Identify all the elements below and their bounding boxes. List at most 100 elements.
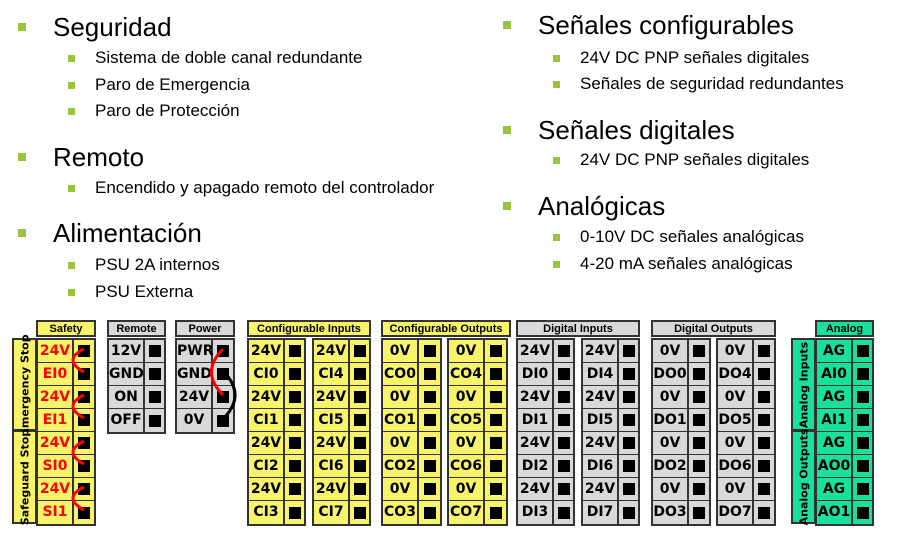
screw-terminal[interactable] [754,432,774,454]
screw-terminal[interactable] [619,432,638,454]
screw-terminal[interactable] [554,432,573,454]
screw-terminal[interactable] [619,455,638,477]
terminal-24v[interactable]: 24V [583,386,638,409]
screw-terminal[interactable] [350,409,369,431]
terminal-gnd[interactable]: GND [109,363,164,386]
terminal-0v[interactable]: 0V [718,478,774,501]
screw-terminal[interactable] [754,340,774,362]
terminal-ag[interactable]: AG [817,478,872,501]
terminal-ci0[interactable]: CI0 [249,363,304,386]
screw-terminal[interactable] [754,455,774,477]
screw-terminal[interactable] [853,340,872,362]
terminal-24v[interactable]: 24V [314,432,369,455]
terminal-on[interactable]: ON [109,386,164,409]
screw-terminal[interactable] [754,501,774,524]
terminal-0v[interactable]: 0V [383,478,440,501]
screw-terminal[interactable] [485,409,506,431]
terminal-24v[interactable]: 24V [177,386,233,409]
screw-terminal[interactable] [619,478,638,500]
screw-terminal[interactable] [74,455,94,477]
terminal-24v[interactable]: 24V [314,478,369,501]
terminal-ai1[interactable]: AI1 [817,409,872,432]
terminal-ci2[interactable]: CI2 [249,455,304,478]
terminal-co0[interactable]: CO0 [383,363,440,386]
terminal-ag[interactable]: AG [817,340,872,363]
screw-terminal[interactable] [689,409,709,431]
terminal-di6[interactable]: DI6 [583,455,638,478]
screw-terminal[interactable] [485,340,506,362]
screw-terminal[interactable] [485,432,506,454]
terminal-do1[interactable]: DO1 [653,409,709,432]
screw-terminal[interactable] [485,501,506,524]
terminal-0v[interactable]: 0V [718,386,774,409]
terminal-ci6[interactable]: CI6 [314,455,369,478]
terminal-24v[interactable]: 24V [38,340,94,363]
terminal-12v[interactable]: 12V [109,340,164,363]
terminal-0v[interactable]: 0V [653,478,709,501]
screw-terminal[interactable] [285,478,304,500]
terminal-24v[interactable]: 24V [249,432,304,455]
screw-terminal[interactable] [419,501,440,524]
screw-terminal[interactable] [285,432,304,454]
terminal-ag[interactable]: AG [817,432,872,455]
terminal-di0[interactable]: DI0 [518,363,573,386]
screw-terminal[interactable] [619,409,638,431]
terminal-24v[interactable]: 24V [38,478,94,501]
screw-terminal[interactable] [754,478,774,500]
terminal-24v[interactable]: 24V [518,478,573,501]
screw-terminal[interactable] [350,455,369,477]
terminal-ag[interactable]: AG [817,386,872,409]
terminal-co1[interactable]: CO1 [383,409,440,432]
screw-terminal[interactable] [74,432,94,454]
terminal-off[interactable]: OFF [109,409,164,432]
terminal-24v[interactable]: 24V [518,386,573,409]
terminal-di5[interactable]: DI5 [583,409,638,432]
terminal-do5[interactable]: DO5 [718,409,774,432]
screw-terminal[interactable] [689,340,709,362]
terminal-ci5[interactable]: CI5 [314,409,369,432]
screw-terminal[interactable] [853,455,872,477]
screw-terminal[interactable] [689,363,709,385]
screw-terminal[interactable] [554,455,573,477]
screw-terminal[interactable] [74,386,94,408]
screw-terminal[interactable] [754,409,774,431]
terminal-24v[interactable]: 24V [518,340,573,363]
terminal-di4[interactable]: DI4 [583,363,638,386]
terminal-24v[interactable]: 24V [314,386,369,409]
terminal-ai0[interactable]: AI0 [817,363,872,386]
terminal-0v[interactable]: 0V [383,386,440,409]
terminal-0v[interactable]: 0V [449,386,506,409]
terminal-0v[interactable]: 0V [653,340,709,363]
terminal-0v[interactable]: 0V [718,340,774,363]
screw-terminal[interactable] [485,478,506,500]
screw-terminal[interactable] [419,409,440,431]
screw-terminal[interactable] [619,363,638,385]
terminal-si1[interactable]: SI1 [38,501,94,524]
terminal-co7[interactable]: CO7 [449,501,506,524]
terminal-co2[interactable]: CO2 [383,455,440,478]
screw-terminal[interactable] [213,409,233,432]
screw-terminal[interactable] [213,340,233,362]
terminal-do7[interactable]: DO7 [718,501,774,524]
screw-terminal[interactable] [853,409,872,431]
screw-terminal[interactable] [74,340,94,362]
screw-terminal[interactable] [350,501,369,524]
screw-terminal[interactable] [145,340,164,362]
screw-terminal[interactable] [419,478,440,500]
terminal-co4[interactable]: CO4 [449,363,506,386]
terminal-24v[interactable]: 24V [38,432,94,455]
terminal-do3[interactable]: DO3 [653,501,709,524]
screw-terminal[interactable] [554,478,573,500]
screw-terminal[interactable] [853,432,872,454]
screw-terminal[interactable] [419,363,440,385]
terminal-co6[interactable]: CO6 [449,455,506,478]
terminal-24v[interactable]: 24V [38,386,94,409]
terminal-24v[interactable]: 24V [249,478,304,501]
terminal-co5[interactable]: CO5 [449,409,506,432]
screw-terminal[interactable] [485,386,506,408]
screw-terminal[interactable] [689,386,709,408]
screw-terminal[interactable] [853,386,872,408]
terminal-24v[interactable]: 24V [249,386,304,409]
screw-terminal[interactable] [285,386,304,408]
terminal-0v[interactable]: 0V [177,409,233,432]
